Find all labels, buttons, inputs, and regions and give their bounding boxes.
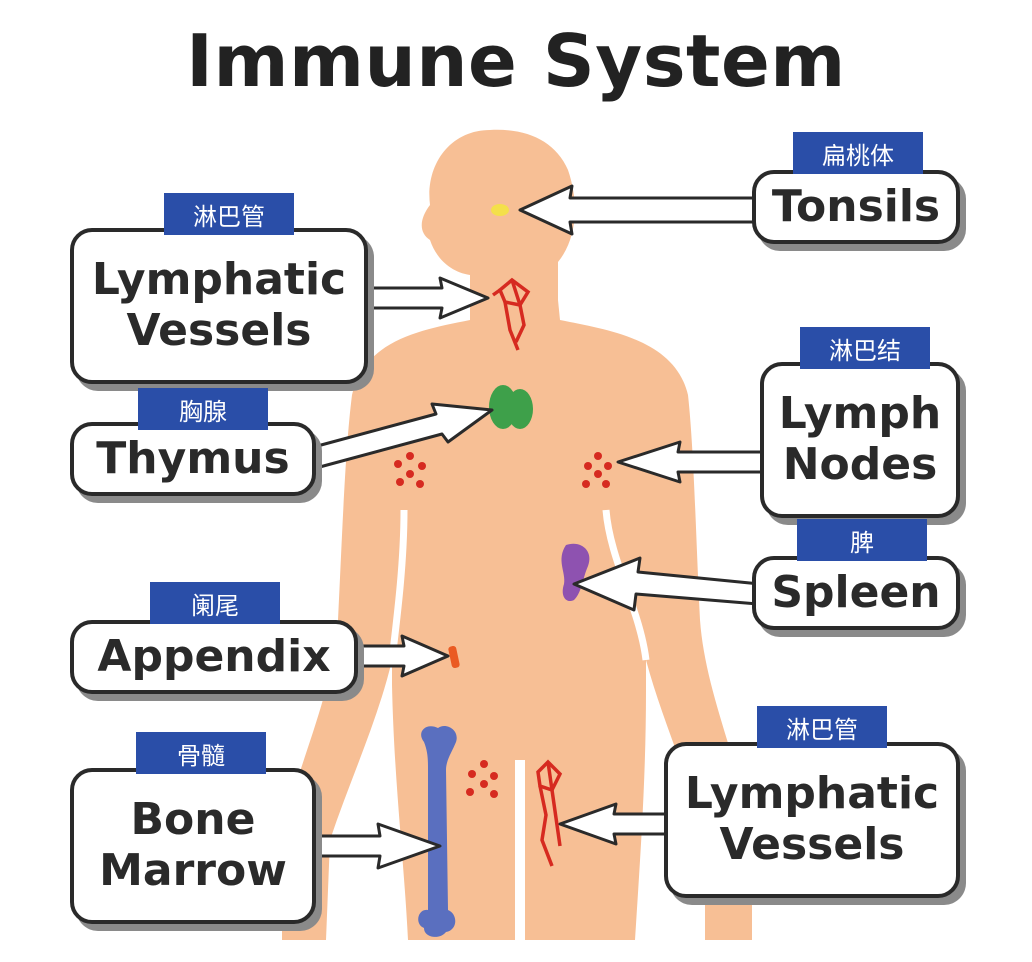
cn-tag-tonsils: 扁桃体 [793, 132, 923, 174]
leg-lymphatic-vessels [536, 759, 563, 867]
neck-lymphatic-vessels [491, 277, 531, 351]
label-lymph-nodes: Lymph Nodes [760, 362, 960, 518]
lymph-nodes-groin [466, 760, 498, 798]
label-appendix: Appendix [70, 620, 358, 694]
diagram-title: Immune System [186, 19, 846, 103]
spleen-organ [561, 543, 590, 602]
label-lymphatic-vessels-right: Lymphatic Vessels [664, 742, 960, 898]
lymph-nodes-right [582, 452, 612, 488]
label-lymphatic-vessels-left: Lymphatic Vessels [70, 228, 368, 384]
lymph-nodes-left [394, 452, 426, 488]
cn-tag-lymphatic-vessels-right: 淋巴管 [757, 706, 887, 748]
tonsils-organ [491, 204, 509, 216]
arrows [308, 184, 764, 870]
label-bone-marrow: Bone Marrow [70, 768, 316, 924]
label-tonsils: Tonsils [752, 170, 960, 244]
arrow-tonsils [518, 184, 758, 236]
left-arm-line [388, 509, 408, 661]
cn-tag-bone-marrow: 骨髓 [136, 732, 266, 774]
arrow-lymphatic-left [366, 276, 490, 320]
femur-bone [418, 725, 457, 937]
cn-tag-lymphatic-vessels-left: 淋巴管 [164, 193, 294, 235]
appendix-organ [448, 645, 460, 669]
cn-tag-spleen: 脾 [797, 519, 927, 561]
cn-tag-thymus: 胸腺 [138, 388, 268, 430]
cn-tag-appendix: 阑尾 [150, 582, 280, 624]
body-silhouette [282, 129, 752, 940]
cn-tag-lymph-nodes: 淋巴结 [800, 327, 930, 369]
arrow-bone-marrow [314, 822, 442, 870]
label-spleen: Spleen [752, 556, 960, 630]
thymus-organ [489, 385, 533, 429]
label-thymus: Thymus [70, 422, 316, 496]
